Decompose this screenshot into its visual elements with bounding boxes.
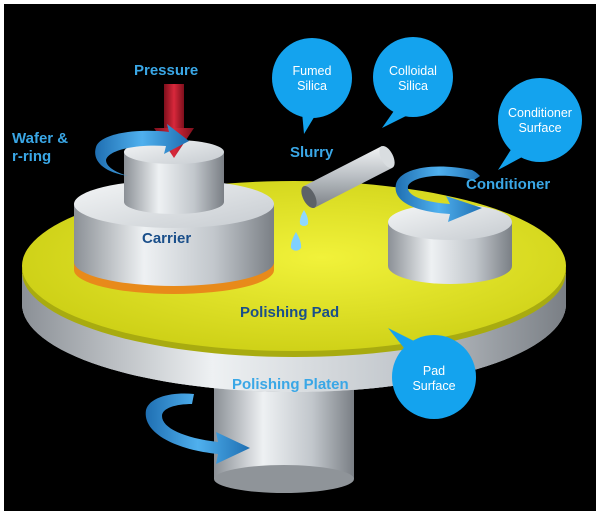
label-conditioner: Conditioner	[466, 176, 551, 193]
bubble-pad-line1: Pad	[422, 364, 446, 378]
label-pressure: Pressure	[134, 62, 199, 79]
bubble-text-pad-surface: Pad Surface	[404, 364, 464, 394]
wafer-rotation-arrow	[95, 124, 189, 176]
bubble-fumed-line2: Silica	[297, 79, 327, 93]
conditioner-rotation-arrow	[395, 166, 482, 222]
label-wafer-line2: r-ring	[12, 148, 52, 165]
label-wafer-line1: Wafer &	[12, 130, 69, 147]
slurry-drops	[290, 210, 309, 251]
bubble-text-conditioner-surface: Conditioner Surface	[502, 106, 578, 136]
label-wafer-r-ring: Wafer & r-ring	[12, 130, 68, 166]
platen-rotation-arrow	[145, 393, 250, 464]
label-carrier: Carrier	[142, 230, 192, 247]
bubble-pad-line2: Surface	[412, 379, 456, 393]
bubble-conditioner-surface	[498, 78, 582, 170]
carrier	[74, 140, 274, 294]
bubble-pad-surface	[388, 328, 476, 419]
bubble-colloidal-line2: Silica	[398, 79, 428, 93]
bubble-fumed-silica	[272, 38, 352, 134]
bubble-colloidal-line1: Colloidal	[389, 64, 437, 78]
bubble-text-fumed-silica: Fumed Silica	[282, 64, 342, 94]
bubble-fumed-line1: Fumed	[292, 64, 332, 78]
conditioner-disc	[388, 204, 512, 284]
diagram-canvas: Pressure Wafer & r-ring Carrier Slurry C…	[4, 4, 596, 511]
bubble-colloidal-silica	[373, 37, 453, 128]
slurry-pipe	[301, 145, 395, 209]
bubble-text-colloidal-silica: Colloidal Silica	[378, 64, 448, 94]
bubble-cond-line1: Conditioner	[508, 106, 572, 120]
cmp-diagram-graphics	[22, 37, 582, 493]
bubble-cond-line2: Surface	[518, 121, 562, 135]
label-polishing-platen: Polishing Platen	[232, 376, 349, 393]
label-slurry: Slurry	[290, 144, 334, 161]
label-polishing-pad: Polishing Pad	[240, 304, 340, 321]
